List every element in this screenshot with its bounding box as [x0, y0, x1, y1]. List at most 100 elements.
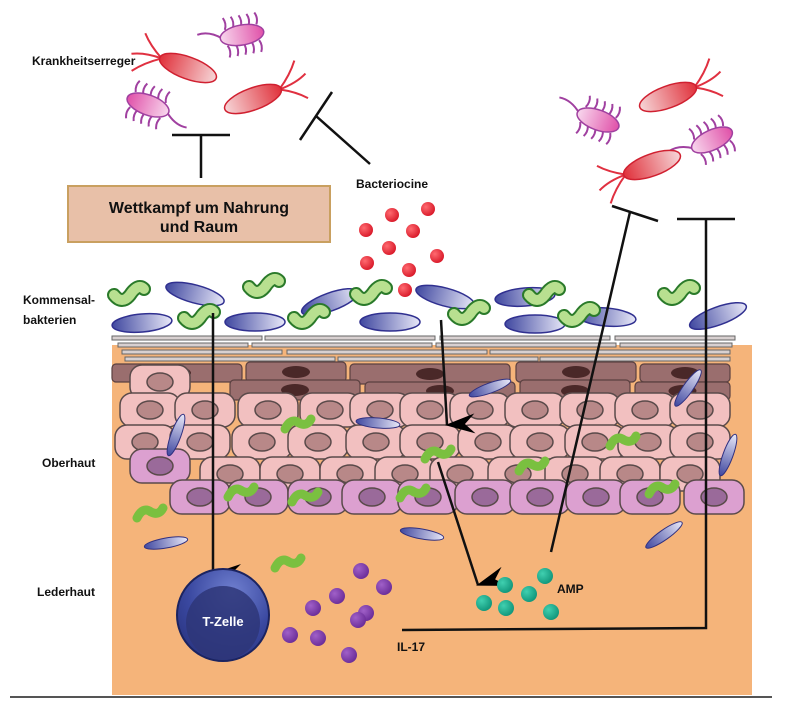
- corneum-layer: [614, 335, 736, 341]
- bacteriocin-dot: [360, 256, 374, 270]
- green-commensal: [420, 444, 456, 464]
- amp-dot: [497, 577, 513, 593]
- red-pathogen: [131, 32, 218, 84]
- granular-nucleus: [562, 366, 590, 378]
- label-il17: IL-17: [397, 640, 425, 654]
- amp-dot: [543, 604, 559, 620]
- corneum-layer: [117, 342, 249, 348]
- blue-commensal: [504, 314, 566, 334]
- cell-nucleus: [254, 400, 282, 420]
- green-commensal: [659, 281, 699, 304]
- green-commensal: [524, 282, 564, 305]
- competition-box: [67, 185, 331, 243]
- granular-nucleus: [416, 368, 444, 380]
- cell-nucleus: [146, 456, 174, 476]
- label-dermis: Lederhaut: [37, 585, 95, 599]
- surface-commensal-bacteria: [107, 272, 748, 334]
- amp-dots: [476, 568, 559, 620]
- cell-nucleus: [576, 400, 604, 420]
- corneum-layer: [337, 356, 539, 362]
- il17-dot: [353, 563, 369, 579]
- competition-label-line1: Wettkampf um Nahrung: [109, 200, 289, 217]
- green-commensal: [132, 503, 168, 523]
- cell-nucleus: [276, 464, 304, 484]
- dendritic-cell: [718, 433, 738, 477]
- red-pathogen: [638, 58, 724, 113]
- green-commensal: [644, 479, 680, 499]
- green-commensal: [223, 482, 259, 502]
- pilus: [688, 127, 696, 140]
- pathogen-body: [622, 149, 682, 181]
- dendritic-cell: [166, 413, 186, 457]
- green-commensal: [514, 456, 550, 476]
- blue-commensal: [359, 312, 421, 332]
- cell-nucleus: [186, 487, 214, 507]
- corneum-layer: [489, 349, 731, 355]
- corneum-layer: [619, 342, 733, 348]
- pathogen-body: [223, 83, 283, 115]
- dendritic-cell: [399, 527, 445, 541]
- corneum-layer: [121, 349, 283, 355]
- cell-nucleus: [581, 432, 609, 452]
- cell-nucleus: [416, 400, 444, 420]
- pink-pathogen: [559, 95, 621, 145]
- pathogen-body: [638, 81, 698, 113]
- bacteriocin-dot: [421, 202, 435, 216]
- dendritic-cell: [468, 378, 512, 398]
- green-commensal: [559, 303, 599, 326]
- cell-nucleus: [631, 400, 659, 420]
- cell-nucleus: [362, 432, 390, 452]
- skin-commensals: [132, 414, 680, 573]
- bacteriocin-dot: [430, 249, 444, 263]
- flagellum: [196, 32, 223, 40]
- pilus: [605, 132, 612, 145]
- corneum-layer: [439, 335, 611, 341]
- cell-nucleus: [471, 487, 499, 507]
- pathogen-body: [219, 23, 265, 47]
- il17-dot: [305, 600, 321, 616]
- corneum-layer: [435, 342, 617, 348]
- blue-commensal: [111, 312, 173, 334]
- cell-nucleus: [146, 372, 174, 392]
- red-pathogen: [223, 60, 309, 115]
- pilus: [134, 80, 141, 93]
- cell-nucleus: [466, 400, 494, 420]
- arrow-to-epidermis: [439, 319, 476, 434]
- t-cell: T-Zelle: [176, 568, 270, 662]
- pathogens-right: [559, 58, 736, 204]
- dendritic-cell: [674, 369, 702, 407]
- pilus: [221, 17, 227, 31]
- inhibition-il17: [401, 217, 735, 632]
- cell-nucleus: [521, 400, 549, 420]
- t-cell-label: T-Zelle: [202, 614, 243, 629]
- cell-nucleus: [700, 487, 728, 507]
- arrow-to-amp: [436, 461, 508, 586]
- cell-nucleus: [686, 400, 714, 420]
- cell-nucleus: [582, 487, 610, 507]
- label-commensals-line1: Kommensal-: [23, 293, 95, 307]
- cell-nucleus: [186, 432, 214, 452]
- inhibition-amp: [549, 204, 659, 553]
- il17-dot: [350, 612, 366, 628]
- cell-nucleus: [248, 432, 276, 452]
- pilus: [729, 139, 736, 152]
- bacteriocin-dots: [359, 202, 444, 297]
- cell-nucleus: [216, 464, 244, 484]
- cell-nucleus: [358, 487, 386, 507]
- cell-nucleus: [686, 432, 714, 452]
- flagellum: [596, 164, 627, 204]
- pathogen-body: [576, 107, 620, 133]
- pilus: [615, 106, 621, 119]
- bacteriocin-dot: [385, 208, 399, 222]
- corneum-layer: [264, 335, 436, 341]
- bacteriocin-dot: [398, 283, 412, 297]
- pilus: [155, 117, 162, 130]
- corneum-layer: [286, 349, 488, 355]
- green-commensal: [280, 414, 316, 434]
- pilus: [575, 121, 582, 135]
- granular-nucleus: [282, 366, 310, 378]
- epidermis-cells: [114, 364, 745, 515]
- green-commensal: [287, 487, 323, 507]
- flagellum: [278, 60, 309, 100]
